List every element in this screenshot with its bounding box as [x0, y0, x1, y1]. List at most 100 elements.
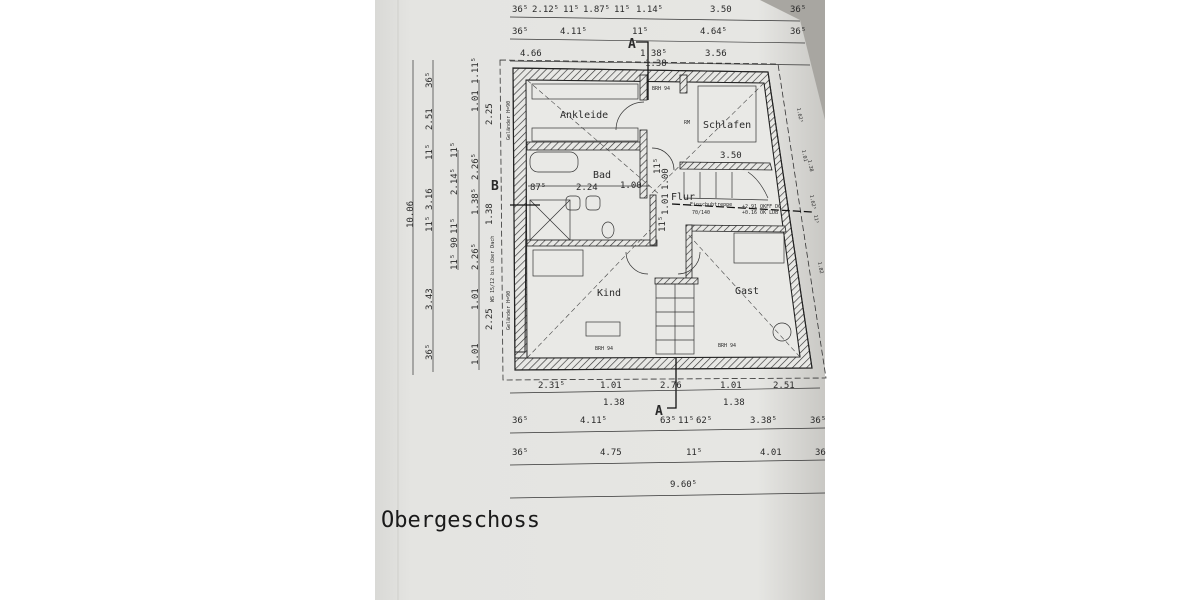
annotation-stair-level-2: +0.16 OK LDB [742, 210, 778, 216]
dimension-bottom: 1.01 [600, 381, 622, 391]
dimension-top: 1.38 [645, 59, 667, 69]
dimension-bottom: 9.60⁵ [670, 480, 697, 490]
bed-schlafen [697, 85, 757, 143]
dimension-right: 1.38 [806, 159, 814, 172]
dimension-bottom: 36⁵ [512, 416, 528, 426]
dimension-line [509, 387, 821, 394]
dimension-bottom: 4.11⁵ [580, 416, 607, 426]
dimension-top: 4.64⁵ [700, 27, 727, 37]
dimension-line [509, 459, 826, 466]
dimension-interior: 1.00 [661, 168, 671, 190]
annotation-stair-label-1: Einschubtreppe [690, 202, 732, 208]
dimension-right: 1.62⁵ [808, 194, 817, 210]
section-marker: A [655, 404, 663, 419]
dimension-bottom: 36⁵ [810, 416, 826, 426]
dimension-top: 36⁵ [512, 27, 528, 37]
annotation-ws-note: WS 15/12 bis über Dach [490, 236, 496, 302]
dimension-left: 3.16 [425, 188, 435, 210]
dimension-left: 36⁵ [425, 72, 435, 88]
diagonal-guides [526, 79, 801, 359]
dimension-right: 1.82 [816, 261, 824, 274]
annotation-gelaender-2: Geländer H=90 [506, 291, 512, 330]
dimension-left: 2.25 [485, 308, 495, 330]
dimension-left: 1.38⁵ [471, 188, 481, 215]
annotation-brh-kind: BRH 94 [595, 346, 613, 352]
dimension-left: 36⁵ [425, 344, 435, 360]
dimension-left: 1.38 [485, 203, 495, 225]
dimension-left: 11⁵ [450, 254, 460, 270]
annotation-rm: RM [684, 120, 690, 126]
dimension-top: 4.66 [520, 49, 542, 59]
dimension-top: 36⁵ [512, 5, 528, 15]
dimension-line [509, 38, 806, 44]
dimension-top: 11⁵ [563, 5, 579, 15]
dimension-left: 2.26⁵ [471, 243, 481, 270]
section-lines [510, 41, 813, 409]
dimension-interior: 11⁵ [658, 216, 668, 232]
dimension-bottom: 36 [815, 448, 826, 458]
dimension-bottom: 3.38⁵ [750, 416, 777, 426]
room-label-flur: Flur [671, 192, 695, 203]
dimension-left: 11⁵ [450, 142, 460, 158]
dimension-left: 2.25 [485, 103, 495, 125]
dimension-interior: 11⁵ [653, 158, 663, 174]
dimension-top: 3.56 [705, 49, 727, 59]
room-label-bad: Bad [593, 170, 611, 181]
roof-outline [499, 59, 827, 381]
interior-walls [526, 74, 787, 285]
dimension-bottom: 4.75 [600, 448, 622, 458]
dimension-left: 3.43 [425, 288, 435, 310]
dimension-interior: 2.24 [576, 183, 598, 193]
dimension-top: 36⁵ [790, 5, 806, 15]
dimension-left: 10.06 [406, 201, 416, 228]
dimension-top: 1.14⁵ [636, 5, 663, 15]
drawing-title: Obergeschoss [381, 508, 540, 533]
dimension-bottom: 4.01 [760, 448, 782, 458]
dimension-bottom: 63⁵ [660, 416, 676, 426]
dimension-line [509, 60, 811, 66]
room-label-schlafen: Schlafen [703, 120, 751, 131]
dimension-top: 11⁵ [632, 27, 648, 37]
room-label-kind: Kind [597, 288, 621, 299]
dimension-left: 1.01 [471, 343, 481, 365]
section-marker: B [491, 179, 499, 194]
dimension-bottom: 11⁵ [678, 416, 694, 426]
dimension-bottom: 1.01 [720, 381, 742, 391]
dimension-top: 1.38⁵ [640, 49, 667, 59]
dimension-top: 1.87⁵ [583, 5, 610, 15]
dimension-bottom: 11⁵ [686, 448, 702, 458]
dimension-top: 36⁵ [790, 27, 806, 37]
dimension-left: 2.51 [425, 108, 435, 130]
dimension-left: 11⁵ [425, 216, 435, 232]
dimension-left: 2.26⁵ [471, 153, 481, 180]
room-label-gast: Gast [735, 286, 759, 297]
dimension-line [509, 427, 826, 434]
annotation-gelaender-1: Geländer H=90 [506, 101, 512, 140]
dimension-line [509, 492, 826, 499]
dimension-left: 2.14⁵ [450, 168, 460, 195]
shower [529, 199, 571, 241]
dimension-right: 1.62⁵ [795, 107, 804, 123]
dimension-left: 11⁵ [450, 218, 460, 234]
stairs [655, 171, 769, 355]
dimension-right: 1.01 [800, 149, 808, 162]
dimension-left: 11⁵ [425, 144, 435, 160]
dimension-bottom: 2.76 [660, 381, 682, 391]
dimension-bottom: 36⁵ [512, 448, 528, 458]
dimension-bottom: 2.31⁵ [538, 381, 565, 391]
dimension-left: 1.01 [471, 288, 481, 310]
bed-gast [733, 232, 785, 264]
section-marker: A [628, 37, 636, 52]
dimension-left: 1.11⁵ [471, 57, 481, 84]
dimension-bottom: 2.51 [773, 381, 795, 391]
fixtures [529, 83, 792, 342]
dimension-interior: 3.50 [720, 151, 742, 161]
dimension-bottom: 1.38 [603, 398, 625, 408]
dimension-left: 90 [450, 237, 460, 248]
dimension-bottom: 62⁵ [696, 416, 712, 426]
dimension-top: 4.11⁵ [560, 27, 587, 37]
annotation-brh-top: BRH 94 [652, 86, 670, 92]
bathtub [529, 151, 579, 173]
